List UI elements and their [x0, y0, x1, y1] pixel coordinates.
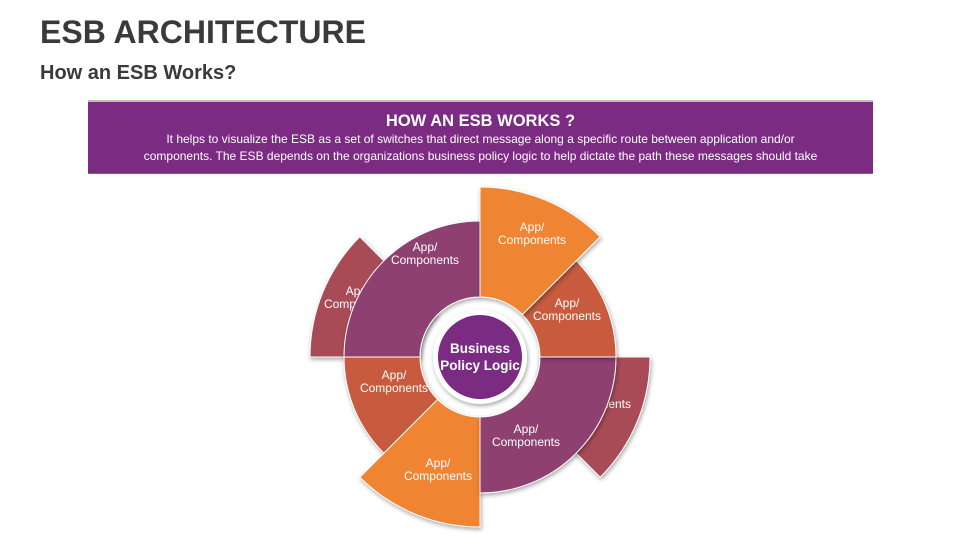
segment-label-line-2: Components	[492, 435, 560, 449]
hub-label-line-1: Business	[450, 341, 510, 356]
segment-label-line-2: Components	[533, 309, 601, 323]
segment-label: App/Components	[492, 422, 560, 449]
segment-label-line-1: App/	[514, 422, 539, 436]
segment-label-line-2: Components	[404, 469, 472, 483]
hub-label-line-2: Policy Logic	[440, 358, 520, 373]
segment-6: App/Components	[359, 398, 481, 528]
segment-shape	[343, 220, 481, 358]
segment-label-line-1: App/	[555, 296, 580, 310]
segment-label: App/Components	[404, 456, 472, 483]
banner-text-line-2: components. The ESB depends on the organ…	[143, 149, 818, 163]
segment-2: App/Components	[479, 186, 601, 316]
segment-shape	[343, 356, 439, 454]
banner-heading: HOW AN ESB WORKS ?	[385, 112, 576, 130]
segment-7: App/Components	[343, 356, 439, 454]
segment-label-line-1: App/	[520, 220, 545, 234]
segment-label-line-2: Components	[391, 253, 459, 267]
banner-text-line-1: It helps to visualize the ESB as a set o…	[166, 132, 795, 146]
segment-1: App/Components	[343, 220, 481, 358]
segment-shape	[479, 356, 617, 494]
segment-label-line-1: App/	[382, 368, 407, 382]
segment-shape	[521, 260, 617, 358]
segment-label: App/Components	[533, 296, 601, 323]
segment-shape	[359, 398, 481, 528]
segments-layer: App/ComponentsApp/ComponentsApp/Componen…	[309, 186, 651, 528]
segment-shape	[479, 186, 601, 316]
segment-label-line-1: App/	[413, 240, 438, 254]
segment-label-line-1: App/	[426, 456, 451, 470]
page-title: ESB ARCHITECTURE	[40, 14, 366, 50]
info-banner: HOW AN ESB WORKS ? It helps to visualize…	[88, 100, 873, 174]
banner-text: It helps to visualize the ESB as a set o…	[88, 131, 873, 165]
segment-label: App/Components	[360, 368, 428, 395]
segment-5: App/Components	[479, 356, 617, 494]
segment-label-line-2: Components	[498, 233, 566, 247]
segment-label-line-2: Components	[360, 381, 428, 395]
page-subtitle: How an ESB Works?	[40, 62, 237, 84]
hub-circle	[438, 315, 522, 399]
segment-label: App/Components	[391, 240, 459, 267]
segment-label: App/Components	[498, 220, 566, 247]
segment-3: App/Components	[521, 260, 617, 358]
